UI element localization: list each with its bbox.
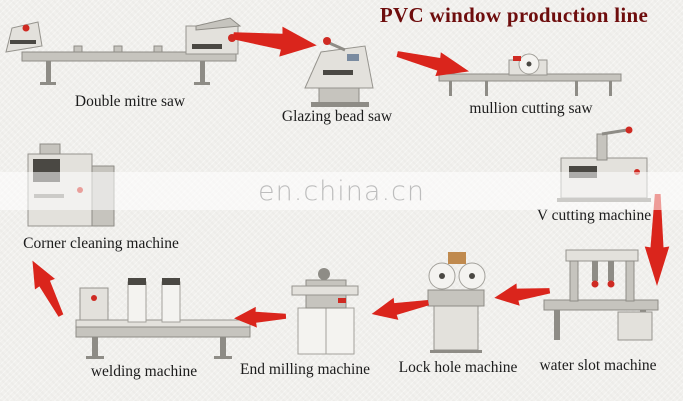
mullion-cutting-saw-image (437, 50, 625, 100)
flow-arrow-5-icon (371, 297, 430, 320)
lock-hole-machine-label: Lock hole machine (398, 359, 518, 376)
lock-hole-machine-image (402, 246, 509, 356)
glazing-bead-saw-image (287, 26, 393, 112)
welding-machine-label: welding machine (90, 363, 198, 380)
corner-cleaning-machine-label: Corner cleaning machine (23, 235, 179, 252)
end-milling-machine-label: End milling machine (239, 361, 371, 378)
flow-arrow-2-icon (396, 51, 470, 77)
flow-arrow-1-icon (232, 26, 317, 57)
water-slot-machine-label: water slot machine (539, 357, 657, 374)
page-title: PVC window production line (379, 3, 649, 27)
mullion-cutting-saw-label: mullion cutting saw (469, 100, 593, 117)
flow-arrow-3-down-icon (644, 194, 670, 286)
flow-arrow-7-icon (32, 260, 64, 317)
double-mitre-saw-label: Double mitre saw (74, 93, 186, 110)
end-milling-machine-image (274, 258, 376, 360)
welding-machine-image (70, 266, 258, 363)
double-mitre-saw-image (4, 14, 254, 90)
flow-arrow-4-icon (494, 283, 551, 306)
v-cutting-machine-label: V cutting machine (536, 207, 652, 224)
flow-arrow-6-icon (234, 306, 287, 328)
corner-cleaning-machine-image (20, 136, 122, 233)
water-slot-machine-image (536, 236, 666, 353)
glazing-bead-saw-label: Glazing bead saw (281, 108, 393, 125)
watermark-text: en.china.cn (258, 175, 425, 207)
